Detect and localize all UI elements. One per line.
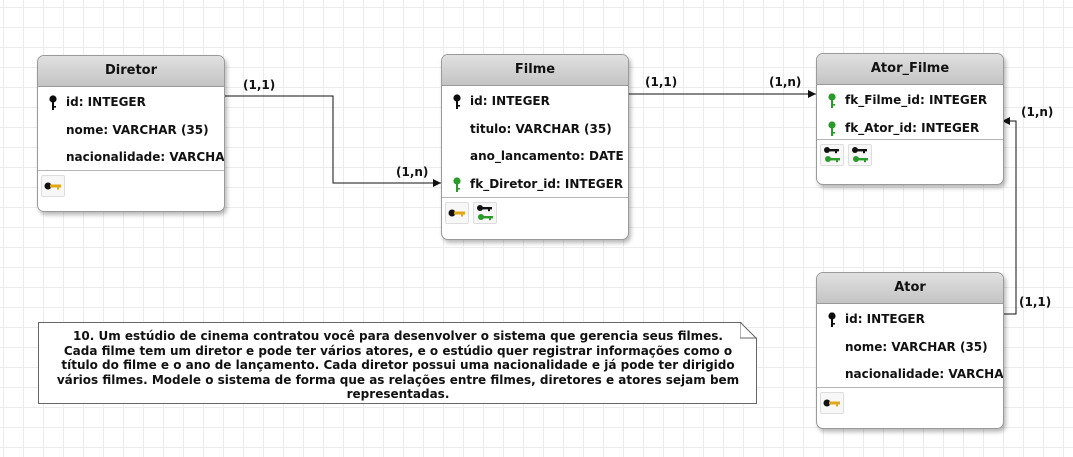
attr-text: fk_Filme_id: INTEGER: [845, 93, 988, 107]
ator-attr-nacionalidade: nacionalidade: VARCHAR: [817, 361, 1003, 389]
attr-text: id: INTEGER: [845, 312, 925, 326]
attr-text: nacionalidade: VARCHAR: [845, 367, 1004, 381]
attr-text: nome: VARCHAR (35): [66, 122, 209, 137]
foreign-key-icon: [828, 93, 836, 108]
arrowhead-ator-filme-top: [808, 90, 816, 98]
primary-key-icon: [49, 95, 57, 110]
entity-diretor[interactable]: Diretor id: INTEGER nome: VARCHAR (35) n…: [37, 55, 225, 212]
entity-filme[interactable]: Filme id: INTEGER titulo: VARCHAR (35) a…: [441, 54, 629, 240]
entity-ator-keys: [817, 387, 1003, 428]
filme-attr-titulo: titulo: VARCHAR (35): [442, 116, 628, 144]
attr-text: fk_Ator_id: INTEGER: [845, 120, 980, 135]
diretor-attr-nome: nome: VARCHAR (35): [38, 117, 224, 145]
arrowhead-ator-filme-right: [1002, 117, 1010, 125]
ator-attr-nome: nome: VARCHAR (35): [817, 334, 1003, 362]
attr-text: id: INTEGER: [470, 94, 550, 108]
note-fold-corner: [740, 322, 757, 339]
foreign-key-icon: [453, 176, 461, 192]
ator-attr-id: id: INTEGER: [817, 306, 1003, 334]
filme-attr-fk-diretor-id: fk_Diretor_id: INTEGER: [442, 171, 628, 199]
primary-key-icon: [453, 94, 461, 109]
key-icon: [823, 399, 840, 407]
attr-text: titulo: VARCHAR (35): [470, 121, 612, 136]
note-body: Cada filme tem um diretor e pode ter vár…: [56, 343, 740, 402]
entity-ator-filme-keys: [817, 139, 1003, 184]
index-tab[interactable]: [41, 175, 65, 197]
entity-ator-filme-title: Ator_Filme: [817, 54, 1003, 85]
entity-diretor-title: Diretor: [38, 56, 224, 87]
cardinality-ator-filme-from-ator: (1,n): [1021, 105, 1054, 119]
index-tab[interactable]: [445, 202, 469, 224]
attr-text: id: INTEGER: [66, 95, 146, 109]
foreign-key-pair-icon: [824, 147, 840, 163]
cardinality-ator: (1,1): [1019, 295, 1052, 309]
index-tab[interactable]: [820, 144, 844, 166]
attr-text: ano_lancamento: DATE: [470, 149, 624, 163]
attr-text: fk_Diretor_id: INTEGER: [470, 176, 624, 191]
filme-attr-ano-lancamento: ano_lancamento: DATE: [442, 143, 628, 171]
filme-attr-id: id: INTEGER: [442, 88, 628, 116]
ator-filme-attr-fk-filme-id: fk_Filme_id: INTEGER: [817, 87, 1003, 115]
diretor-attr-nacionalidade: nacionalidade: VARCHAR: [38, 144, 224, 172]
foreign-key-pair-icon: [852, 147, 868, 163]
cardinality-diretor: (1,1): [243, 78, 276, 92]
entity-ator-title: Ator: [817, 273, 1003, 304]
index-tab[interactable]: [473, 202, 497, 224]
foreign-key-pair-icon: [477, 205, 493, 221]
attr-text: nome: VARCHAR (35): [845, 339, 988, 354]
exercise-note: 10. Um estúdio de cinema contratou você …: [38, 322, 757, 404]
attr-text: nacionalidade: VARCHAR: [66, 150, 225, 164]
arrowhead-filme: [433, 179, 441, 187]
entity-ator[interactable]: Ator id: INTEGER nome: VARCHAR (35) naci…: [816, 272, 1004, 429]
key-icon: [448, 209, 465, 217]
entity-filme-keys: [442, 197, 628, 239]
note-title: 10. Um estúdio de cinema contratou você …: [73, 329, 723, 343]
ator-filme-attr-fk-ator-id: fk_Ator_id: INTEGER: [817, 115, 1003, 143]
cardinality-filme-from-diretor: (1,n): [396, 165, 429, 179]
primary-key-icon: [828, 312, 836, 327]
entity-filme-title: Filme: [442, 55, 628, 86]
diretor-attr-id: id: INTEGER: [38, 89, 224, 117]
entity-diretor-keys: [38, 170, 224, 211]
index-tab[interactable]: [820, 392, 844, 414]
foreign-key-icon: [828, 120, 836, 136]
line-diretor-filme: [221, 95, 441, 184]
index-tab[interactable]: [848, 144, 872, 166]
key-icon: [44, 182, 61, 190]
cardinality-filme-to-ator-filme: (1,1): [645, 75, 678, 89]
entity-ator-filme[interactable]: Ator_Filme fk_Filme_id: INTEGER fk_Ator_…: [816, 53, 1004, 185]
cardinality-ator-filme-from-filme: (1,n): [769, 75, 802, 89]
